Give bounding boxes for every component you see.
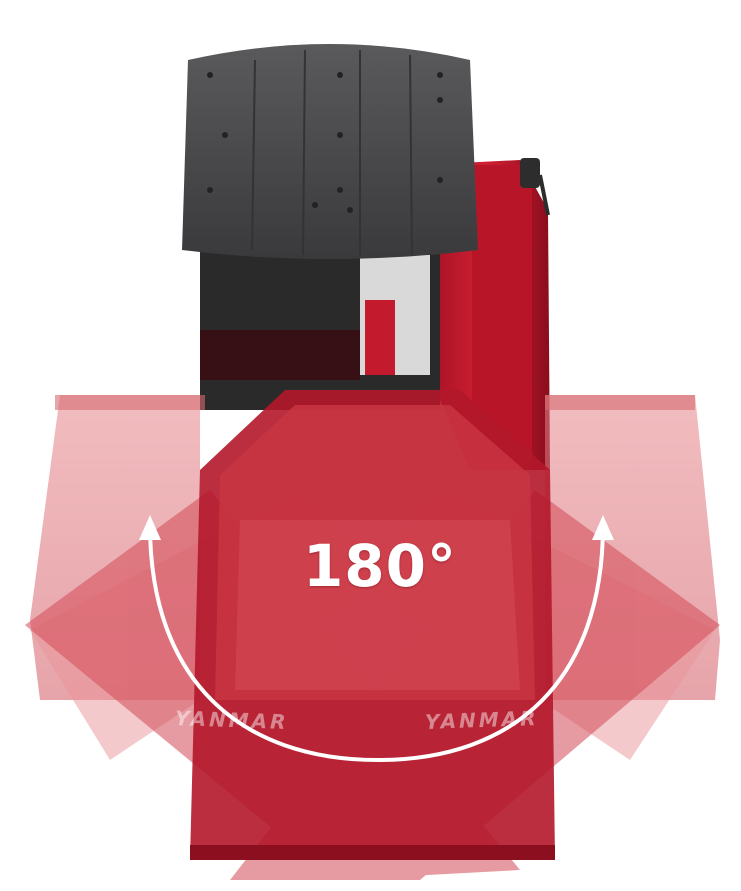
side-mirror bbox=[520, 158, 550, 216]
canopy-roof bbox=[182, 44, 478, 259]
rotation-arc-arrow-icon bbox=[139, 515, 614, 763]
rotation-angle-label: 180° bbox=[302, 532, 458, 600]
dump-bed bbox=[190, 390, 555, 860]
brand-mark: YANMAR bbox=[174, 706, 289, 734]
brand-mark: YANMAR bbox=[424, 706, 539, 734]
